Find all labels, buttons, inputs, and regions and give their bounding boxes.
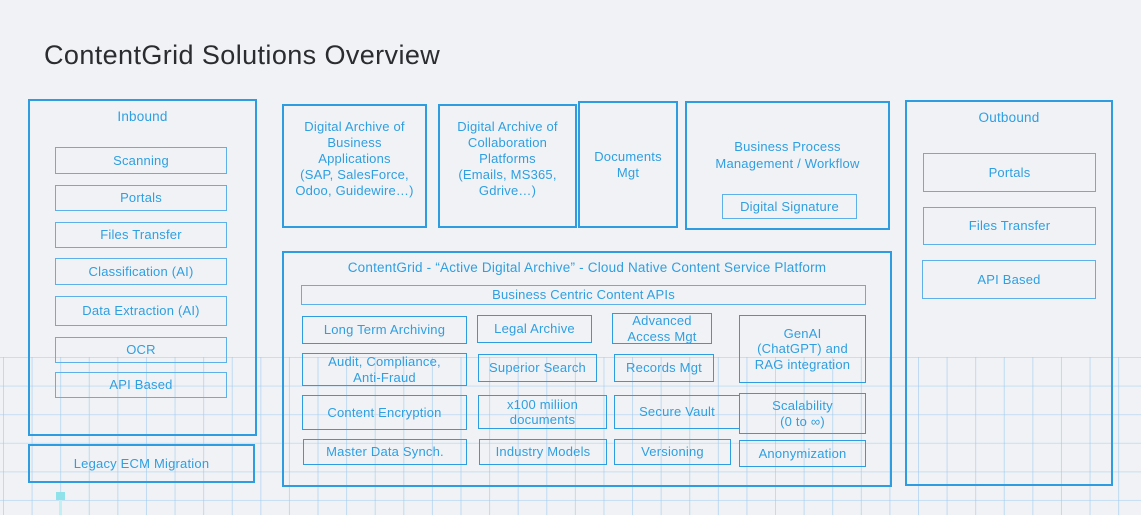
node-documents-mgt[interactable]: Documents Mgt [578,101,678,228]
node-inbound-portals-label: Portals [120,190,162,206]
node-advanced-access-mgt-label: Advanced Access Mgt [627,313,697,344]
node-content-encryption-label: Content Encryption [327,404,442,420]
node-x100-million-documents[interactable]: x100 miliion documents [478,395,607,429]
outbound-group[interactable]: Outbound Portals Files Transfer API Base… [905,100,1113,486]
node-data-extraction-ai[interactable]: Data Extraction (AI) [55,296,227,326]
node-records-mgt[interactable]: Records Mgt [614,354,714,382]
grid-background [0,357,1141,515]
node-digital-archive-business-apps-label: Digital Archive of Business Applications… [295,119,414,199]
node-outbound-portals[interactable]: Portals [923,153,1096,192]
node-digital-signature[interactable]: Digital Signature [722,194,857,219]
node-scalability-label: Scalability (0 to ∞) [772,398,833,429]
node-versioning-label: Versioning [641,444,704,460]
node-inbound-api-based[interactable]: API Based [55,372,227,398]
node-inbound-files-transfer-label: Files Transfer [100,227,182,243]
node-genai-rag[interactable]: GenAI (ChatGPT) and RAG integration [739,315,866,383]
node-business-centric-apis-label: Business Centric Content APIs [492,287,675,303]
node-scanning[interactable]: Scanning [55,147,227,174]
selection-handle-line [59,500,62,515]
selection-handle[interactable] [56,492,65,500]
inbound-group-label: Inbound [117,109,168,124]
node-business-centric-apis[interactable]: Business Centric Content APIs [301,285,866,305]
node-outbound-files-transfer[interactable]: Files Transfer [923,207,1096,245]
node-anonymization[interactable]: Anonymization [739,440,866,467]
node-inbound-api-based-label: API Based [109,377,173,393]
inbound-group[interactable]: Inbound Scanning Portals Files Transfer … [28,99,257,436]
node-classification-ai-label: Classification (AI) [88,263,194,279]
node-industry-models[interactable]: Industry Models [479,439,607,465]
node-bpm-workflow[interactable]: Business Process Management / Workflow D… [685,101,890,230]
node-legacy-ecm-migration[interactable]: Legacy ECM Migration [28,444,255,483]
node-audit-compliance-label: Audit, Compliance, Anti-Fraud [328,354,441,385]
node-documents-mgt-label: Documents Mgt [594,149,662,180]
node-outbound-portals-label: Portals [988,164,1031,180]
node-superior-search-label: Superior Search [489,360,586,376]
node-superior-search[interactable]: Superior Search [478,354,597,382]
node-outbound-api-based-label: API Based [977,271,1041,287]
node-advanced-access-mgt[interactable]: Advanced Access Mgt [612,313,712,344]
node-legal-archive[interactable]: Legal Archive [477,315,592,343]
node-digital-archive-collaboration[interactable]: Digital Archive of Collaboration Platfor… [438,104,577,228]
node-records-mgt-label: Records Mgt [626,360,702,376]
node-digital-archive-collaboration-label: Digital Archive of Collaboration Platfor… [457,119,558,199]
node-versioning[interactable]: Versioning [614,439,731,465]
platform-title: ContentGrid - “Active Digital Archive” -… [347,260,827,275]
node-ocr[interactable]: OCR [55,337,227,363]
outbound-group-label: Outbound [978,110,1040,125]
node-secure-vault-label: Secure Vault [639,404,715,420]
node-outbound-api-based[interactable]: API Based [922,260,1096,299]
node-ocr-label: OCR [126,342,156,358]
node-scalability[interactable]: Scalability (0 to ∞) [739,393,866,434]
page-title: ContentGrid Solutions Overview [44,40,441,71]
node-industry-models-label: Industry Models [495,444,591,460]
node-anonymization-label: Anonymization [758,445,847,461]
node-legacy-ecm-migration-label: Legacy ECM Migration [73,455,210,471]
node-long-term-archiving[interactable]: Long Term Archiving [302,316,467,344]
node-inbound-files-transfer[interactable]: Files Transfer [55,222,227,248]
node-master-data-synch[interactable]: Master Data Synch. [303,439,467,465]
node-scanning-label: Scanning [113,152,169,168]
node-bpm-workflow-label: Business Process Management / Workflow [715,139,860,171]
node-outbound-files-transfer-label: Files Transfer [968,218,1051,234]
node-genai-rag-label: GenAI (ChatGPT) and RAG integration [754,326,851,372]
node-x100-million-documents-label: x100 miliion documents [506,396,579,427]
node-digital-signature-label: Digital Signature [740,198,839,214]
node-long-term-archiving-label: Long Term Archiving [323,322,446,338]
node-content-encryption[interactable]: Content Encryption [302,395,467,430]
node-data-extraction-ai-label: Data Extraction (AI) [82,303,200,319]
node-master-data-synch-label: Master Data Synch. [326,444,444,460]
node-digital-archive-business-apps[interactable]: Digital Archive of Business Applications… [282,104,427,228]
node-legal-archive-label: Legal Archive [494,321,575,337]
platform-group[interactable]: ContentGrid - “Active Digital Archive” -… [282,251,892,487]
node-inbound-portals[interactable]: Portals [55,185,227,211]
node-classification-ai[interactable]: Classification (AI) [55,258,227,285]
node-audit-compliance[interactable]: Audit, Compliance, Anti-Fraud [302,353,467,386]
node-secure-vault[interactable]: Secure Vault [614,395,740,429]
